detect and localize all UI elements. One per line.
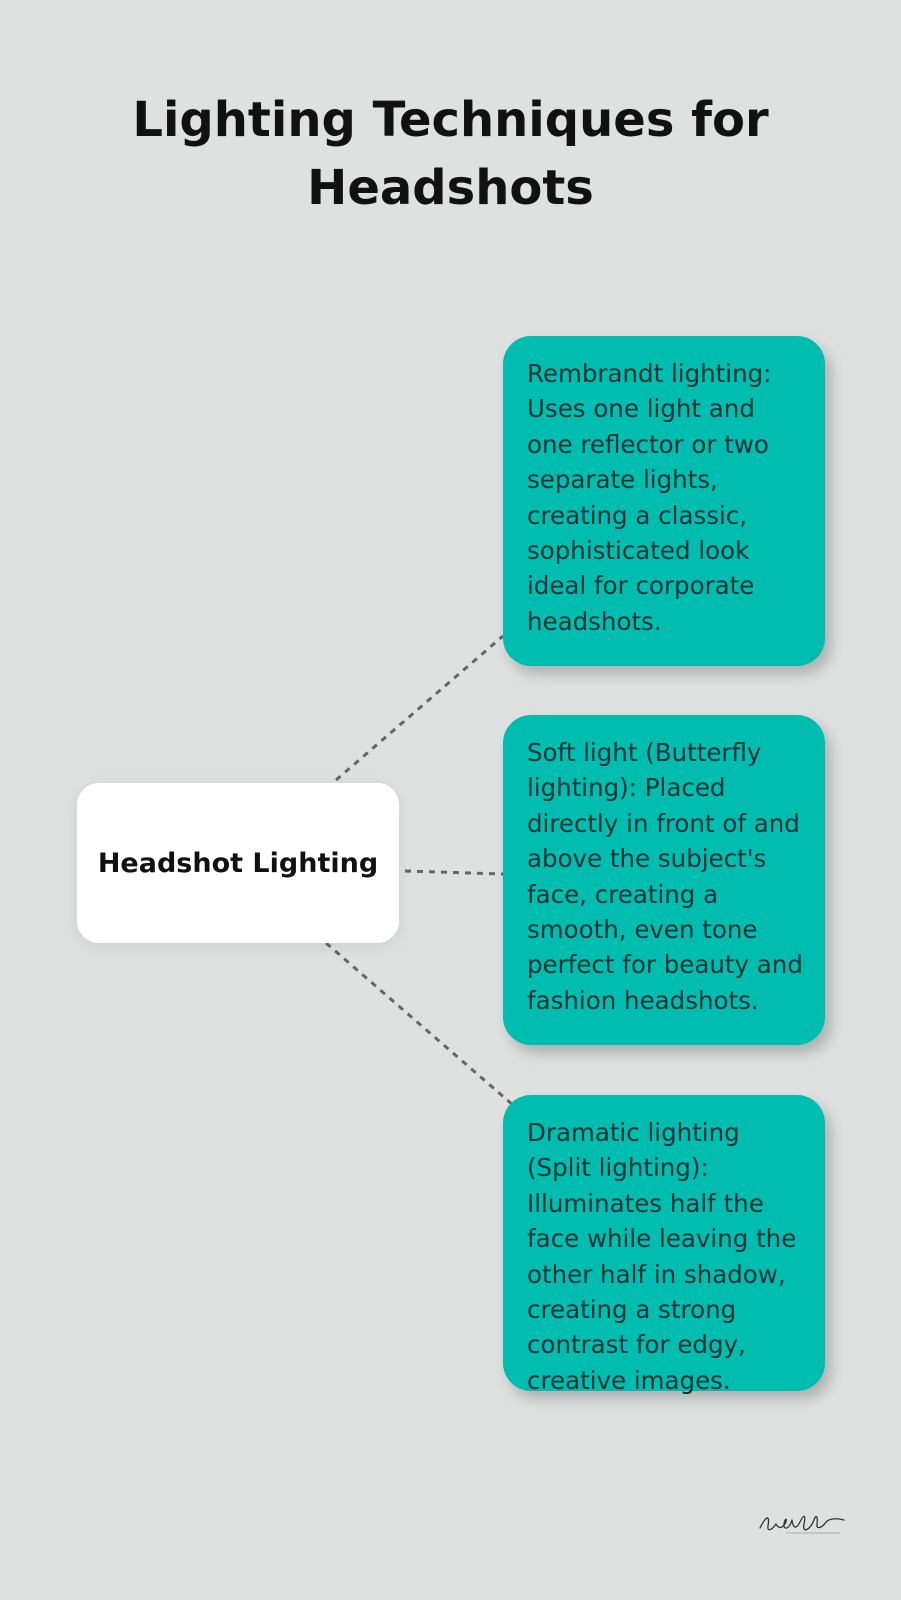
connector-line-1 [335, 634, 504, 782]
card-soft-light: Soft light (Butterfly lighting): Placed … [503, 715, 825, 1045]
hub-node: Headshot Lighting [77, 783, 399, 943]
hub-label: Headshot Lighting [97, 847, 379, 879]
card-text: Dramatic lighting (Split lighting): Illu… [527, 1118, 797, 1395]
connector-line-2 [404, 869, 504, 876]
connector-line-3 [325, 941, 514, 1107]
page-title: Lighting Techniques for Headshots [132, 92, 769, 216]
signature-logo [759, 1515, 845, 1534]
card-text: Soft light (Butterfly lighting): Placed … [527, 738, 803, 1015]
card-text: Rembrandt lighting: Uses one light and o… [527, 359, 772, 636]
card-rembrandt-lighting: Rembrandt lighting: Uses one light and o… [503, 336, 825, 666]
card-dramatic-lighting: Dramatic lighting (Split lighting): Illu… [503, 1095, 825, 1395]
